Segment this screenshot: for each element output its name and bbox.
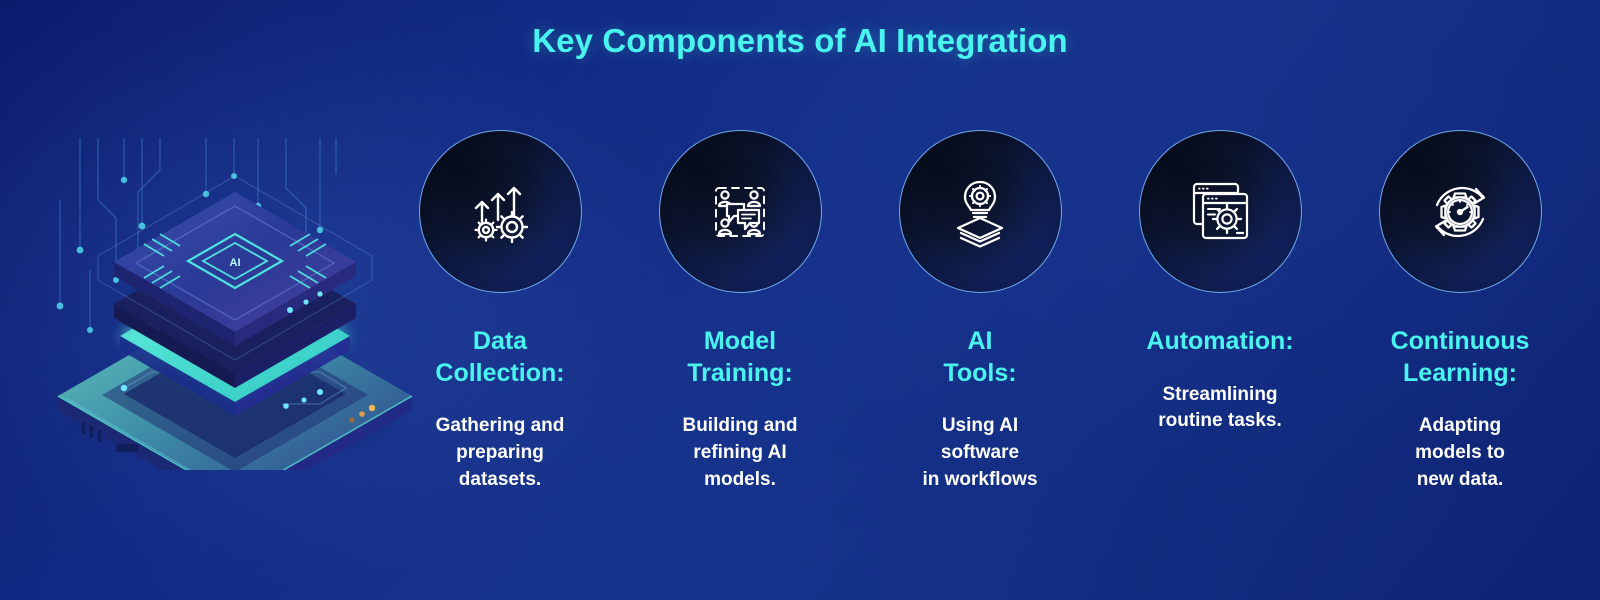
component-heading: Automation:: [1146, 327, 1294, 355]
browser-windows-gear-icon: [1192, 182, 1249, 239]
component-heading: Model Training:: [687, 327, 793, 387]
icon-circle-ai-tools[interactable]: [898, 130, 1062, 293]
component-ai-tools: AI Tools: Using AI software in workflows: [860, 130, 1100, 494]
lightbulb-gear-layers-icon: [956, 180, 1004, 248]
isometric-ai-chip-illustration: AI: [20, 130, 430, 470]
page-title: Key Components of AI Integration: [532, 22, 1068, 59]
component-automation: Automation: Streamlining routine tasks.: [1100, 130, 1340, 435]
growth-arrows-gears-icon: [474, 186, 529, 243]
chip-label: AI: [230, 257, 241, 269]
component-body: Gathering and preparing datasets.: [435, 415, 565, 490]
component-model-training: Model Training: Building and refining AI…: [620, 130, 860, 494]
ai-chip: AI: [114, 192, 356, 346]
component-body: Streamlining routine tasks.: [1158, 383, 1282, 432]
icon-circle-continuous-learning[interactable]: [1378, 130, 1542, 293]
component-body: Using AI software in workflows: [922, 415, 1038, 490]
component-continuous-learning: Continuous Learning: Adapting models to …: [1340, 130, 1580, 494]
component-body: Adapting models to new data.: [1415, 415, 1505, 490]
gauge-gear-refresh-icon: [1434, 186, 1486, 237]
icon-circle-automation[interactable]: [1138, 130, 1302, 293]
component-body: Building and refining AI models.: [682, 415, 798, 490]
circuit-nodes: [56, 173, 324, 333]
component-heading: Data Collection:: [435, 327, 565, 387]
component-heading: Continuous Learning:: [1390, 327, 1530, 387]
component-data-collection: Data Collection: Gathering and preparing…: [380, 130, 620, 494]
components-row: Data Collection: Gathering and preparing…: [380, 130, 1580, 550]
network-people-chat-icon: [715, 186, 765, 237]
circuit-traces: [59, 138, 337, 330]
icon-circle-data-collection[interactable]: [418, 130, 582, 293]
icon-circle-model-training[interactable]: [658, 130, 822, 293]
component-heading: AI Tools:: [943, 327, 1017, 387]
